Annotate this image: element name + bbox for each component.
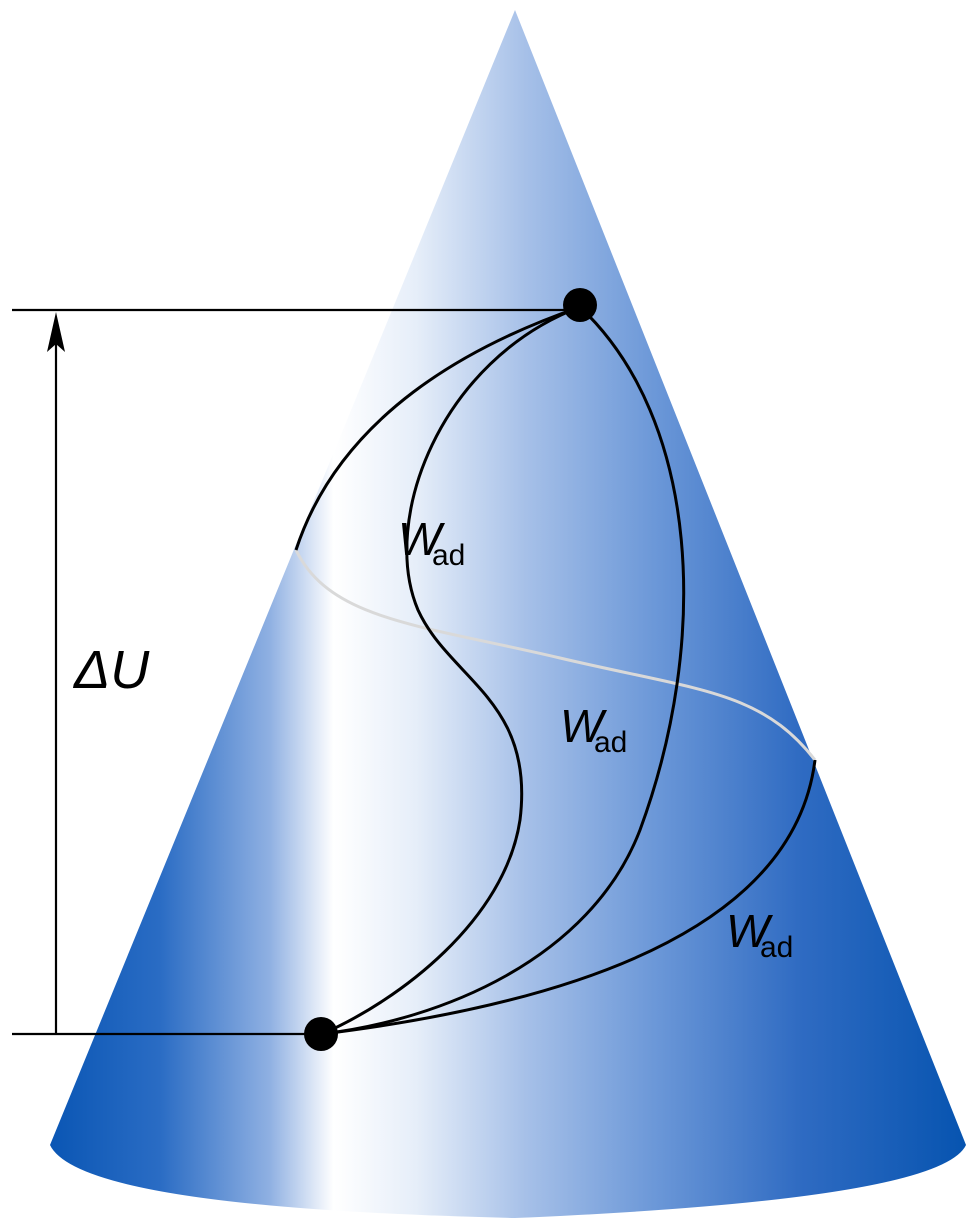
- svg-text:W: W: [560, 700, 608, 752]
- svg-text:ad: ad: [594, 726, 627, 759]
- svg-text:ad: ad: [432, 539, 465, 572]
- svg-text:W: W: [398, 513, 446, 565]
- work-label-3: W ad: [726, 905, 793, 964]
- path-s-curve: [321, 305, 581, 1036]
- svg-text:W: W: [726, 905, 774, 957]
- work-label-2: W ad: [560, 700, 627, 759]
- svg-text:ad: ad: [760, 931, 793, 964]
- path-left-front: [294, 305, 581, 551]
- delta-u-label: ΔU: [72, 640, 150, 700]
- path-back-return: [321, 759, 817, 1036]
- delta-u-arrowhead: [47, 312, 65, 352]
- lower-state-point: [304, 1017, 338, 1051]
- work-label-1: W ad: [398, 513, 465, 572]
- path-right-arc: [321, 305, 686, 1036]
- cone-surface: [50, 10, 966, 1218]
- back-path-segment: [294, 549, 817, 761]
- upper-state-point: [563, 288, 597, 322]
